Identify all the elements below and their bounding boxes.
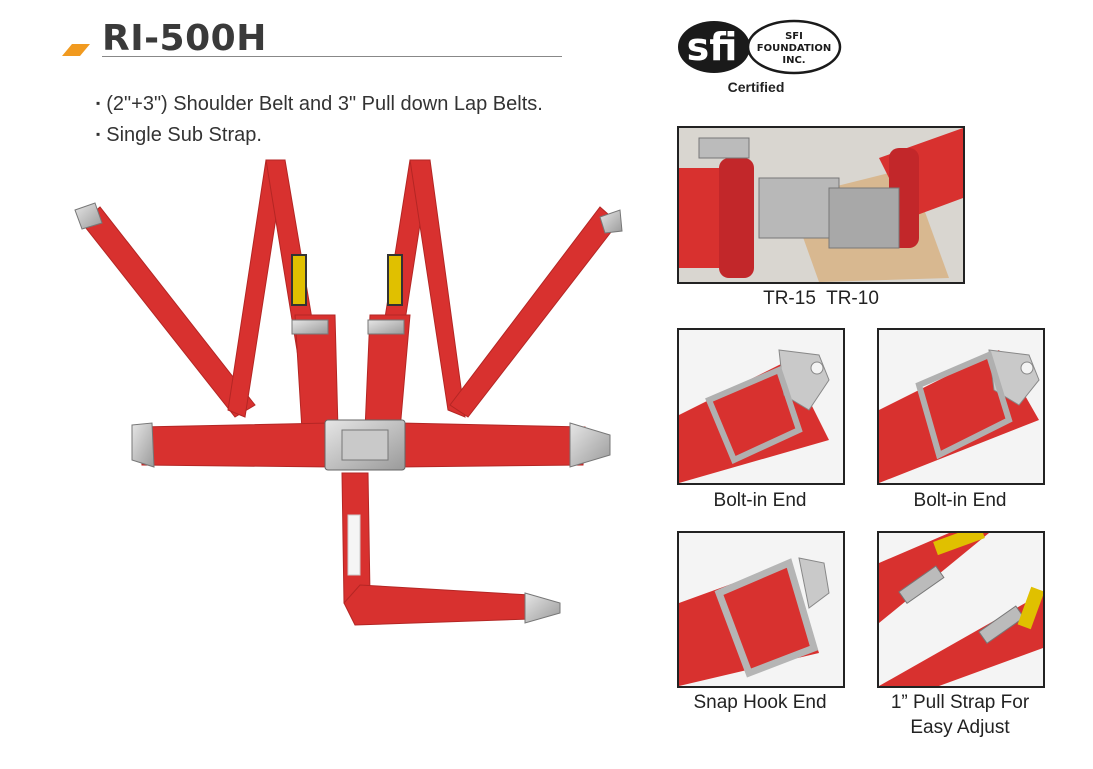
pull-strap-photo: [877, 531, 1045, 688]
feature-text: Single Sub Strap.: [106, 124, 262, 146]
certified-label: Certified: [727, 79, 785, 95]
title-accent-mark: [62, 44, 90, 56]
harness-product-image: [74, 159, 623, 626]
feature-item: ▪ Single Sub Strap.: [96, 119, 543, 150]
bolt-in-end-image: [679, 330, 843, 483]
pull-strap-caption: 1” Pull Strap For Easy Adjust: [872, 690, 1048, 740]
sfi-line-2: FOUNDATION: [757, 43, 832, 54]
bolt-in-end-caption: Bolt-in End: [713, 490, 807, 511]
bolt-in-end-photo: [677, 328, 845, 485]
sfi-line-1: SFI: [785, 31, 803, 42]
snap-hook-end-image: [679, 533, 843, 686]
sfi-line-3: INC.: [782, 55, 805, 66]
pull-strap-caption-line-1: 1” Pull Strap For: [890, 692, 1030, 713]
feature-list: ▪ (2"+3") Shoulder Belt and 3" Pull down …: [96, 88, 543, 150]
feature-item: ▪ (2"+3") Shoulder Belt and 3" Pull down …: [96, 88, 543, 119]
pull-strap-image: [879, 533, 1043, 686]
buckle-detail-photo: [677, 126, 965, 284]
buckle-detail-image: [679, 128, 963, 282]
buckle-caption: TR-15 TR-10: [763, 288, 879, 309]
bolt-in-end-photo: [877, 328, 1045, 485]
product-header: RI-500H: [62, 14, 562, 60]
title-underline: [102, 56, 562, 57]
bolt-in-end-caption: Bolt-in End: [913, 490, 1007, 511]
bullet-icon: ▪: [96, 96, 101, 110]
pull-strap-caption-line-2: Easy Adjust: [910, 717, 1010, 738]
bolt-in-end-image: [879, 330, 1043, 483]
sfi-logo-icon: sfi SFI FOUNDATION INC.: [678, 19, 842, 75]
sfi-certified-badge: sfi SFI FOUNDATION INC. Certified: [676, 18, 842, 98]
bullet-icon: ▪: [96, 127, 101, 141]
snap-hook-end-caption: Snap Hook End: [693, 692, 827, 713]
snap-hook-end-photo: [677, 531, 845, 688]
product-title: RI-500H: [102, 18, 267, 59]
sfi-mark: sfi: [687, 25, 738, 69]
feature-text: (2"+3") Shoulder Belt and 3" Pull down L…: [106, 93, 543, 115]
